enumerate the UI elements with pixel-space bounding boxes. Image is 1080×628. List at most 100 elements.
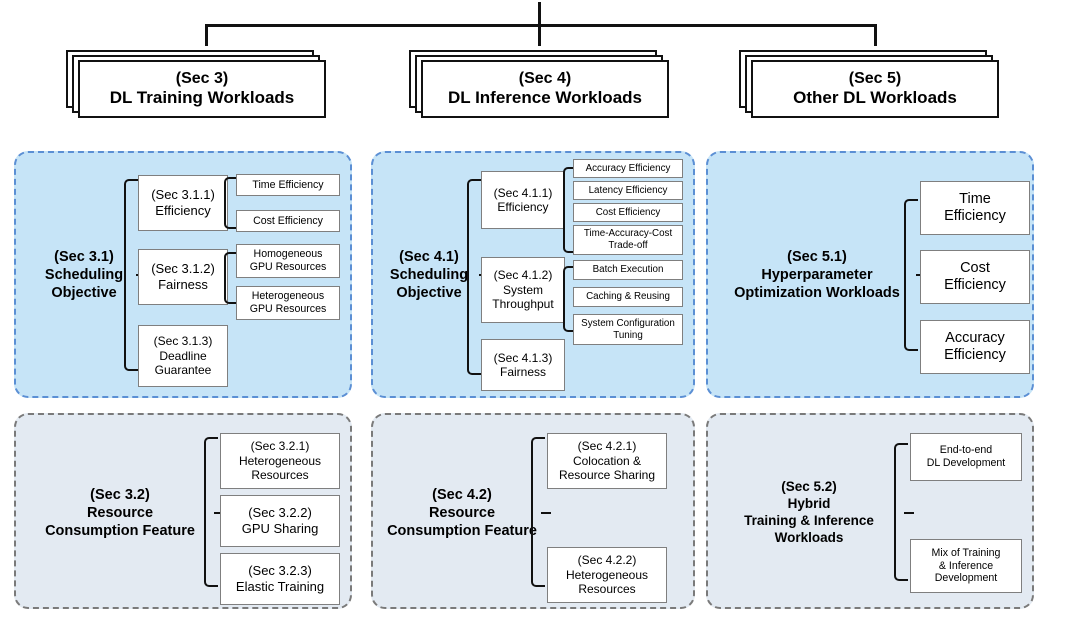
node-line: Heterogeneous <box>565 567 649 582</box>
parent-label-sec42: (Sec 4.2) Resource Consumption Feature <box>373 473 551 553</box>
header-sec-label: (Sec 4) <box>518 69 572 87</box>
node-sec312-fairness[interactable]: (Sec 3.1.2) Fairness <box>138 249 228 305</box>
node-line: System Configuration <box>581 317 675 329</box>
node-line: (Sec 3.1.1) <box>151 187 215 203</box>
node-sec311-efficiency[interactable]: (Sec 3.1.1) Efficiency <box>138 175 228 231</box>
node-cost-efficiency[interactable]: Cost Efficiency <box>573 203 683 222</box>
header-box-front-sec5[interactable]: (Sec 5) Other DL Workloads <box>751 60 999 118</box>
root-stem-vertical <box>538 2 541 26</box>
node-line: & Inference <box>938 559 994 572</box>
parent-label-sec31: (Sec 3.1) Scheduling Objective <box>32 235 136 315</box>
node-line: Guarantee <box>154 363 212 378</box>
node-line: Homogeneous <box>253 248 323 261</box>
node-caching-and-reusing[interactable]: Caching & Reusing <box>573 287 683 307</box>
node-latency-efficiency[interactable]: Latency Efficiency <box>573 181 683 200</box>
parent-stub-sec32 <box>214 512 224 515</box>
header-sec-label: (Sec 3) <box>175 69 229 87</box>
node-time-efficiency[interactable]: Time Efficiency <box>920 181 1030 235</box>
node-line: Elastic Training <box>235 579 325 594</box>
header-box-front-sec3[interactable]: (Sec 3) DL Training Workloads <box>78 60 326 118</box>
parent-line: Scheduling <box>389 266 469 283</box>
parent-line: (Sec 4.1) <box>399 248 459 265</box>
node-accuracy-efficiency[interactable]: Accuracy Efficiency <box>573 159 683 178</box>
node-system-configuration-tuning[interactable]: System Configuration Tuning <box>573 314 683 345</box>
bracket-sec32-leaves <box>204 437 218 587</box>
node-time-efficiency[interactable]: Time Efficiency <box>236 174 340 196</box>
node-line: Fairness <box>158 277 208 292</box>
panel-sec52: (Sec 5.2) Hybrid Training & Inference Wo… <box>706 413 1034 609</box>
node-line: End-to-end <box>939 444 993 457</box>
node-sec422-heterogeneous-resources[interactable]: (Sec 4.2.2) Heterogeneous Resources <box>547 547 667 603</box>
header-title-label: Other DL Workloads <box>793 88 957 108</box>
node-line: Heterogeneous <box>251 290 325 303</box>
node-line: Cost <box>960 259 990 276</box>
parent-line: (Sec 3.1) <box>54 248 114 265</box>
node-time-accuracy-cost-tradeoff[interactable]: Time-Accuracy-Cost Trade-off <box>573 225 683 255</box>
node-cost-efficiency[interactable]: Cost Efficiency <box>920 250 1030 304</box>
bracket-sec41-children <box>467 179 481 375</box>
bracket-sec312-leaves <box>224 252 236 304</box>
node-line: (Sec 4.2.1) <box>577 439 637 454</box>
parent-line: (Sec 5.2) <box>781 479 837 495</box>
node-sec321-heterogeneous-resources[interactable]: (Sec 3.2.1) Heterogeneous Resources <box>220 433 340 489</box>
node-line: (Sec 3.2.3) <box>248 563 312 579</box>
node-line: Colocation & <box>572 453 642 468</box>
parent-label-sec32: (Sec 3.2) Resource Consumption Feature <box>22 473 218 553</box>
panel-sec31: (Sec 3.1) Scheduling Objective (Sec 3.1.… <box>14 151 352 398</box>
node-sec411-efficiency[interactable]: (Sec 4.1.1) Efficiency <box>481 171 565 229</box>
parent-line: (Sec 5.1) <box>787 248 847 265</box>
parent-line: (Sec 4.2) <box>432 486 492 503</box>
node-line: Throughput <box>492 297 554 312</box>
node-sec412-system-throughput[interactable]: (Sec 4.1.2) System Throughput <box>481 257 565 323</box>
node-line: Resources <box>251 468 309 483</box>
parent-line: Resource <box>86 504 154 521</box>
node-line: Accuracy <box>945 329 1005 346</box>
node-line: Accuracy Efficiency <box>585 162 671 174</box>
parent-stub-sec42 <box>541 512 551 515</box>
parent-line: Workloads <box>774 529 844 545</box>
node-end-to-end-dl-development[interactable]: End-to-end DL Development <box>910 433 1022 481</box>
header-title-label: DL Inference Workloads <box>448 88 642 108</box>
node-line: Trade-off <box>608 240 648 251</box>
parent-line: Hybrid <box>787 496 831 512</box>
node-heterogeneous-gpu-resources[interactable]: Heterogeneous GPU Resources <box>236 286 340 320</box>
node-line: (Sec 4.1.1) <box>493 185 553 200</box>
root-bracket-horizontal <box>205 24 877 27</box>
node-sec323-elastic-training[interactable]: (Sec 3.2.3) Elastic Training <box>220 553 340 605</box>
node-sec322-gpu-sharing[interactable]: (Sec 3.2.2) GPU Sharing <box>220 495 340 547</box>
bracket-sec411-leaves <box>563 167 573 253</box>
root-bracket-left-drop <box>205 24 208 46</box>
node-line: Efficiency <box>497 200 549 214</box>
root-bracket-right-drop <box>874 24 877 46</box>
node-line: Time <box>959 190 991 207</box>
node-line: GPU Resources <box>249 261 327 273</box>
parent-line: (Sec 3.2) <box>90 486 150 503</box>
node-sec413-fairness[interactable]: (Sec 4.1.3) Fairness <box>481 339 565 391</box>
node-line: System <box>502 282 543 297</box>
node-line: (Sec 4.1.2) <box>493 268 553 283</box>
panel-sec32: (Sec 3.2) Resource Consumption Feature (… <box>14 413 352 609</box>
panel-sec42: (Sec 4.2) Resource Consumption Feature (… <box>371 413 695 609</box>
bracket-sec42-leaves <box>531 437 545 587</box>
parent-line: Consumption Feature <box>45 523 195 540</box>
parent-line: Resource <box>428 504 496 521</box>
node-line: (Sec 3.2.2) <box>248 505 312 521</box>
node-accuracy-efficiency[interactable]: Accuracy Efficiency <box>920 320 1030 374</box>
node-line: Batch Execution <box>592 264 664 276</box>
node-line: (Sec 3.2.1) <box>250 439 310 454</box>
node-batch-execution[interactable]: Batch Execution <box>573 260 683 280</box>
node-line: Tuning <box>613 329 643 341</box>
header-title-label: DL Training Workloads <box>109 88 295 108</box>
bracket-sec311-leaves <box>224 177 236 229</box>
node-sec421-colocation-resource-sharing[interactable]: (Sec 4.2.1) Colocation & Resource Sharin… <box>547 433 667 489</box>
header-box-front-sec4[interactable]: (Sec 4) DL Inference Workloads <box>421 60 669 118</box>
node-line: Time-Accuracy-Cost <box>583 228 673 240</box>
node-cost-efficiency[interactable]: Cost Efficiency <box>236 210 340 232</box>
node-line: Deadline <box>159 348 207 363</box>
parent-line: Consumption Feature <box>387 523 537 540</box>
parent-label-sec41: (Sec 4.1) Scheduling Objective <box>379 235 479 315</box>
node-homogeneous-gpu-resources[interactable]: Homogeneous GPU Resources <box>236 244 340 278</box>
node-sec313-deadline-guarantee[interactable]: (Sec 3.1.3) Deadline Guarantee <box>138 325 228 387</box>
node-mix-of-training-inference-development[interactable]: Mix of Training & Inference Development <box>910 539 1022 593</box>
